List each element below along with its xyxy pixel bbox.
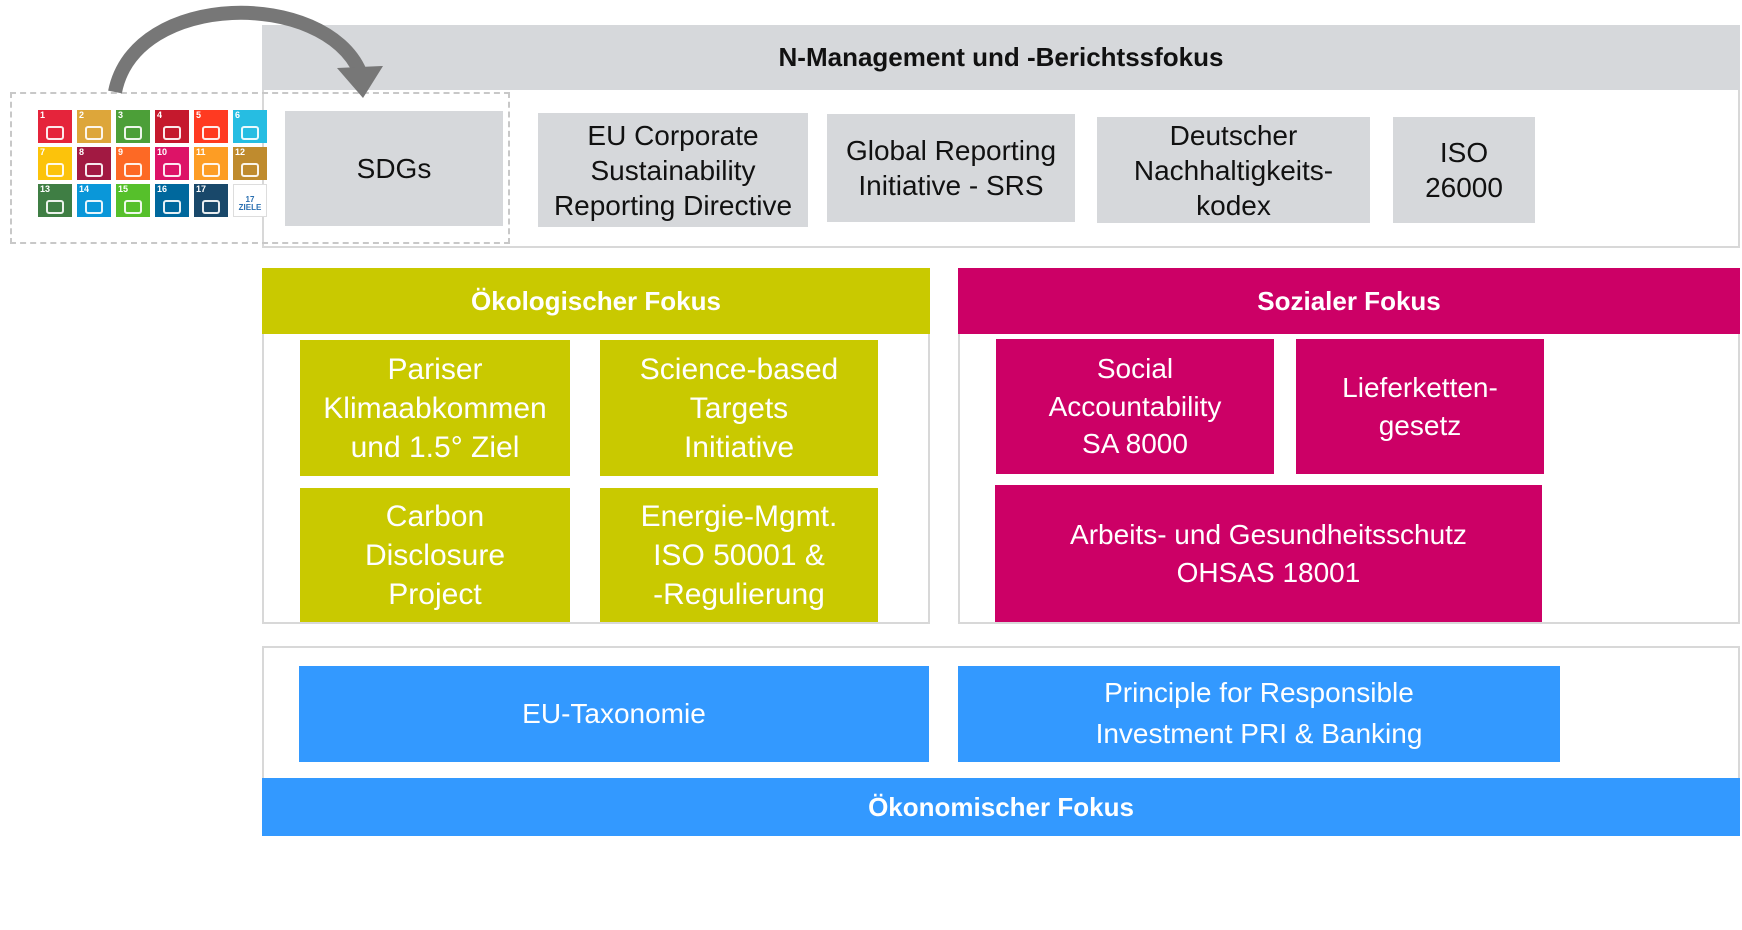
sdg-tile: 11 — [194, 147, 228, 180]
sdg-tile: 16 — [155, 184, 189, 217]
sdg-tile-number: 14 — [79, 184, 90, 194]
sdg-tile: 8 — [77, 147, 111, 180]
sdg-tile-icon — [202, 163, 220, 177]
pri-banking-box: Principle for Responsible Investment PRI… — [958, 666, 1560, 762]
sdg-tile-icon — [85, 200, 103, 214]
sbti-box: Science-based Targets Initiative — [600, 340, 878, 476]
sdg-tile-icon — [241, 126, 259, 140]
sdg-tile-number: 12 — [235, 147, 246, 157]
sdg-tile-icon — [85, 126, 103, 140]
sdg-tile-number: 11 — [196, 147, 206, 157]
energy-management-box: Energie-Mgmt. ISO 50001 & -Regulierung — [600, 488, 878, 622]
sdg-tile-number: 5 — [196, 110, 202, 120]
sdg-tile: 2 — [77, 110, 111, 143]
paris-agreement-box: Pariser Klimaabkommen und 1.5° Ziel — [300, 340, 570, 476]
sdg-tile: 10 — [155, 147, 189, 180]
sdg-tile-icon — [202, 126, 220, 140]
sdg-tile: 7 — [38, 147, 72, 180]
sdg-tile-icon — [163, 200, 181, 214]
sdg-tile: 9 — [116, 147, 150, 180]
sdg-dashed-frame — [10, 92, 510, 244]
dnk-box: Deutscher Nachhaltigkeits- kodex — [1097, 117, 1370, 223]
sdg-tile-number: 3 — [118, 110, 124, 120]
supply-chain-act-box: Lieferketten- gesetz — [1296, 339, 1544, 474]
curved-arrow-icon — [108, 5, 383, 98]
sdg-tile-number: 1 — [40, 110, 46, 120]
sdg-tile-icon — [163, 126, 181, 140]
sdg-tile: 3 — [116, 110, 150, 143]
sdg-logo-text: 17 ZIELE — [238, 195, 262, 212]
sdg-tile: 13 — [38, 184, 72, 217]
economic-header: Ökonomischer Fokus — [262, 778, 1740, 836]
sdg-tile-number: 2 — [79, 110, 85, 120]
sdg-tile-icon — [46, 200, 64, 214]
sdgs-box: SDGs — [285, 111, 503, 226]
sdg-tile-number: 10 — [157, 147, 168, 157]
ohsas-box: Arbeits- und Gesundheitsschutz OHSAS 180… — [995, 485, 1542, 622]
sdg-tile-number: 13 — [40, 184, 51, 194]
sdg-tile: 4 — [155, 110, 189, 143]
sdg-tile-icon — [202, 200, 220, 214]
cdp-box: Carbon Disclosure Project — [300, 488, 570, 622]
sdg-tile-icon — [85, 163, 103, 177]
sdg-tile-icon — [46, 126, 64, 140]
eu-taxonomy-box: EU-Taxonomie — [299, 666, 929, 762]
sdg-tile-number: 7 — [40, 147, 46, 157]
social-header: Sozialer Fokus — [958, 268, 1740, 334]
csrd-box: EU Corporate Sustainability Reporting Di… — [538, 113, 808, 227]
iso26000-box: ISO 26000 — [1393, 117, 1535, 223]
sdg-tile-icon — [163, 163, 181, 177]
sdg-tile-number: 15 — [118, 184, 129, 194]
sdg-tile: 6 — [233, 110, 267, 143]
sdg-tile-number: 16 — [157, 184, 168, 194]
sdg-tile: 1 — [38, 110, 72, 143]
management-header-title: N-Management und -Berichtssfokus — [778, 42, 1224, 72]
sdg-tile-icon — [124, 163, 142, 177]
sdg-tile-icon — [124, 200, 142, 214]
sdg-tile-number: 9 — [118, 147, 124, 157]
sdg-tile: 14 — [77, 184, 111, 217]
sdg-tile: 17 ZIELE — [233, 184, 267, 217]
sdg-tile-number: 6 — [235, 110, 241, 120]
sa8000-box: Social Accountability SA 8000 — [996, 339, 1274, 474]
sdg-tile: 5 — [194, 110, 228, 143]
sdg-tile-number: 17 — [196, 184, 207, 194]
gri-box: Global Reporting Initiative - SRS — [827, 114, 1075, 222]
sdg-tile-icon — [124, 126, 142, 140]
sdg-tile-icon — [241, 163, 259, 177]
sdg-tile-number: 4 — [157, 110, 163, 120]
sdg-tile: 12 — [233, 147, 267, 180]
sdg-tile-icon — [46, 163, 64, 177]
ecological-header: Ökologischer Fokus — [262, 268, 930, 334]
management-header-bar — [262, 25, 1740, 90]
sdg-tile: 17 — [194, 184, 228, 217]
sdg-tile-number: 8 — [79, 147, 85, 157]
sdg-tile: 15 — [116, 184, 150, 217]
